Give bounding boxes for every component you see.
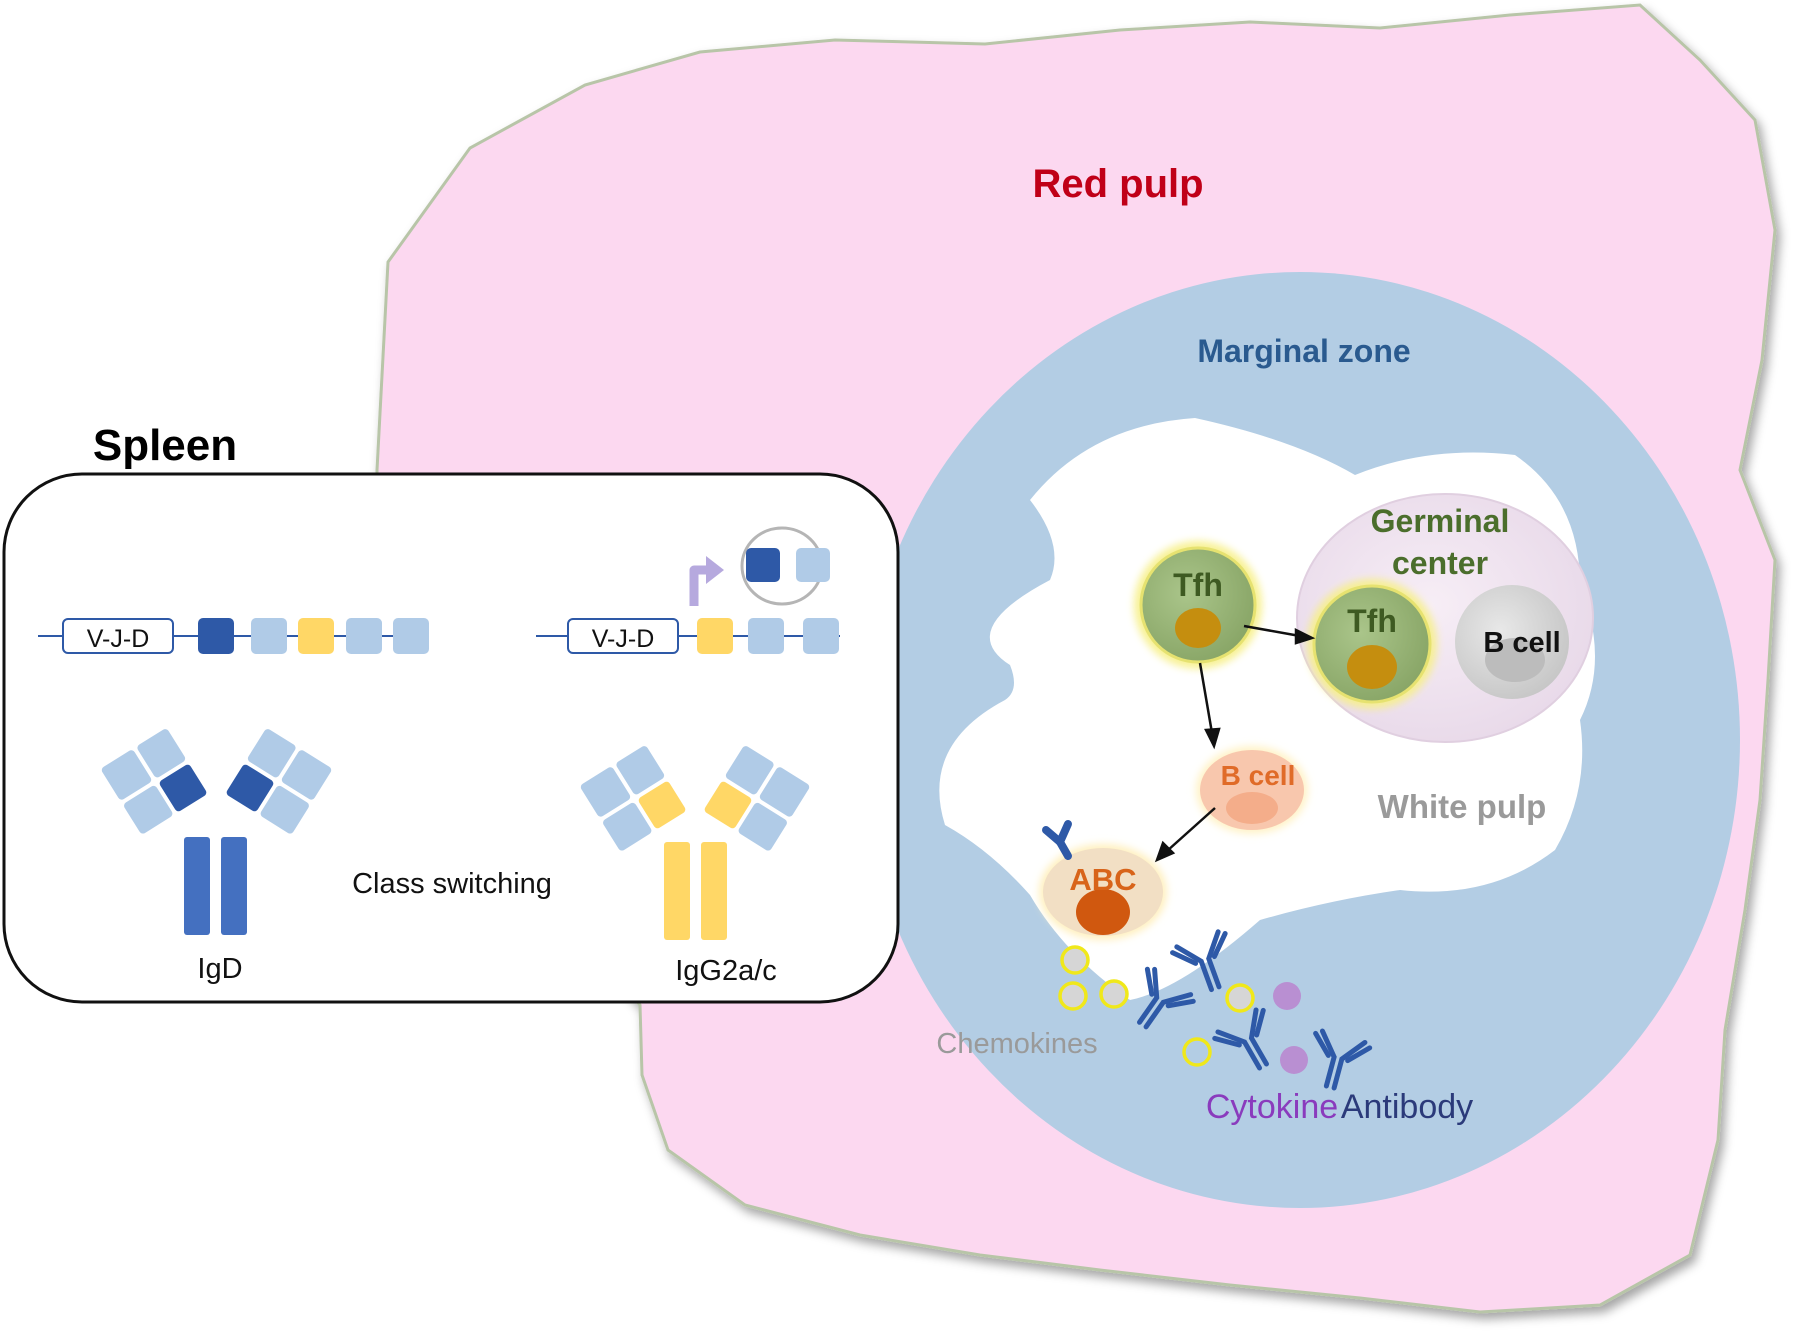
- abc-label: ABC: [1069, 862, 1136, 897]
- white-pulp-title: White pulp: [1378, 788, 1547, 825]
- antibody-icon-3: [1212, 1007, 1269, 1071]
- germinal-center-title-line1: Germinal: [1371, 503, 1510, 539]
- cytokine-label: Cytokine: [1206, 1088, 1338, 1126]
- abc-surface-antibody-icon: [1042, 820, 1072, 860]
- red-pulp-title: Red pulp: [1032, 162, 1203, 206]
- igg2ac-antibody-icon: [580, 746, 810, 940]
- segment-igd-yellow: [298, 618, 334, 654]
- b-cell-germinal-center: B cell: [1455, 585, 1569, 699]
- chemokine-5: [1182, 1037, 1212, 1067]
- antibody-icon-2: [1137, 966, 1196, 1030]
- excised-circle: [740, 526, 830, 606]
- chemokine-2: [1058, 981, 1088, 1011]
- b-cell-wp-label: B cell: [1221, 760, 1296, 791]
- chemokine-3: [1099, 979, 1129, 1009]
- igd-antibody-icon: [101, 729, 332, 935]
- b-cell-white-pulp: B cell: [1196, 746, 1308, 834]
- germinal-center-title-line2: center: [1392, 545, 1488, 581]
- spleen-title: Spleen: [93, 421, 237, 470]
- marginal-zone-title: Marginal zone: [1197, 333, 1410, 369]
- tfh-cell-germinal-center: Tfh: [1307, 579, 1437, 709]
- chemokine-1: [1060, 945, 1090, 975]
- vjd-left-label: V-J-D: [87, 625, 150, 653]
- vjd-right-label: V-J-D: [592, 625, 655, 653]
- igd-label: IgD: [197, 953, 242, 985]
- cytokine-icons: [1273, 982, 1308, 1074]
- antibody-icon-4: [1313, 1028, 1373, 1091]
- tfh-inner-label: Tfh: [1347, 603, 1397, 639]
- class-switching-label: Class switching: [352, 868, 552, 900]
- chemokines-label: Chemokines: [936, 1028, 1097, 1060]
- antibody-label: Antibody: [1341, 1088, 1473, 1126]
- gene-locus-igg: V-J-D: [536, 526, 840, 654]
- chemokine-icons: [1058, 945, 1255, 1067]
- cytokine-1: [1273, 982, 1301, 1010]
- b-cell-gc-label: B cell: [1483, 627, 1560, 659]
- antibody-icons: [1137, 929, 1373, 1091]
- promoter-arrow-icon: [689, 565, 710, 606]
- tfh-cell-outer: Tfh: [1134, 541, 1262, 669]
- igg2ac-label: IgG2a/c: [675, 955, 777, 987]
- segment-igg-yellow: [697, 618, 733, 654]
- segment-igd-dark: [198, 618, 234, 654]
- antibody-icon-1: [1170, 929, 1228, 993]
- interaction-arrows: [1154, 624, 1316, 863]
- abc-cell: ABC: [1039, 820, 1167, 940]
- cytokine-2: [1280, 1046, 1308, 1074]
- chemokine-4: [1225, 983, 1255, 1013]
- gene-locus-igd: V-J-D: [38, 618, 429, 654]
- tfh-outer-label: Tfh: [1173, 567, 1223, 603]
